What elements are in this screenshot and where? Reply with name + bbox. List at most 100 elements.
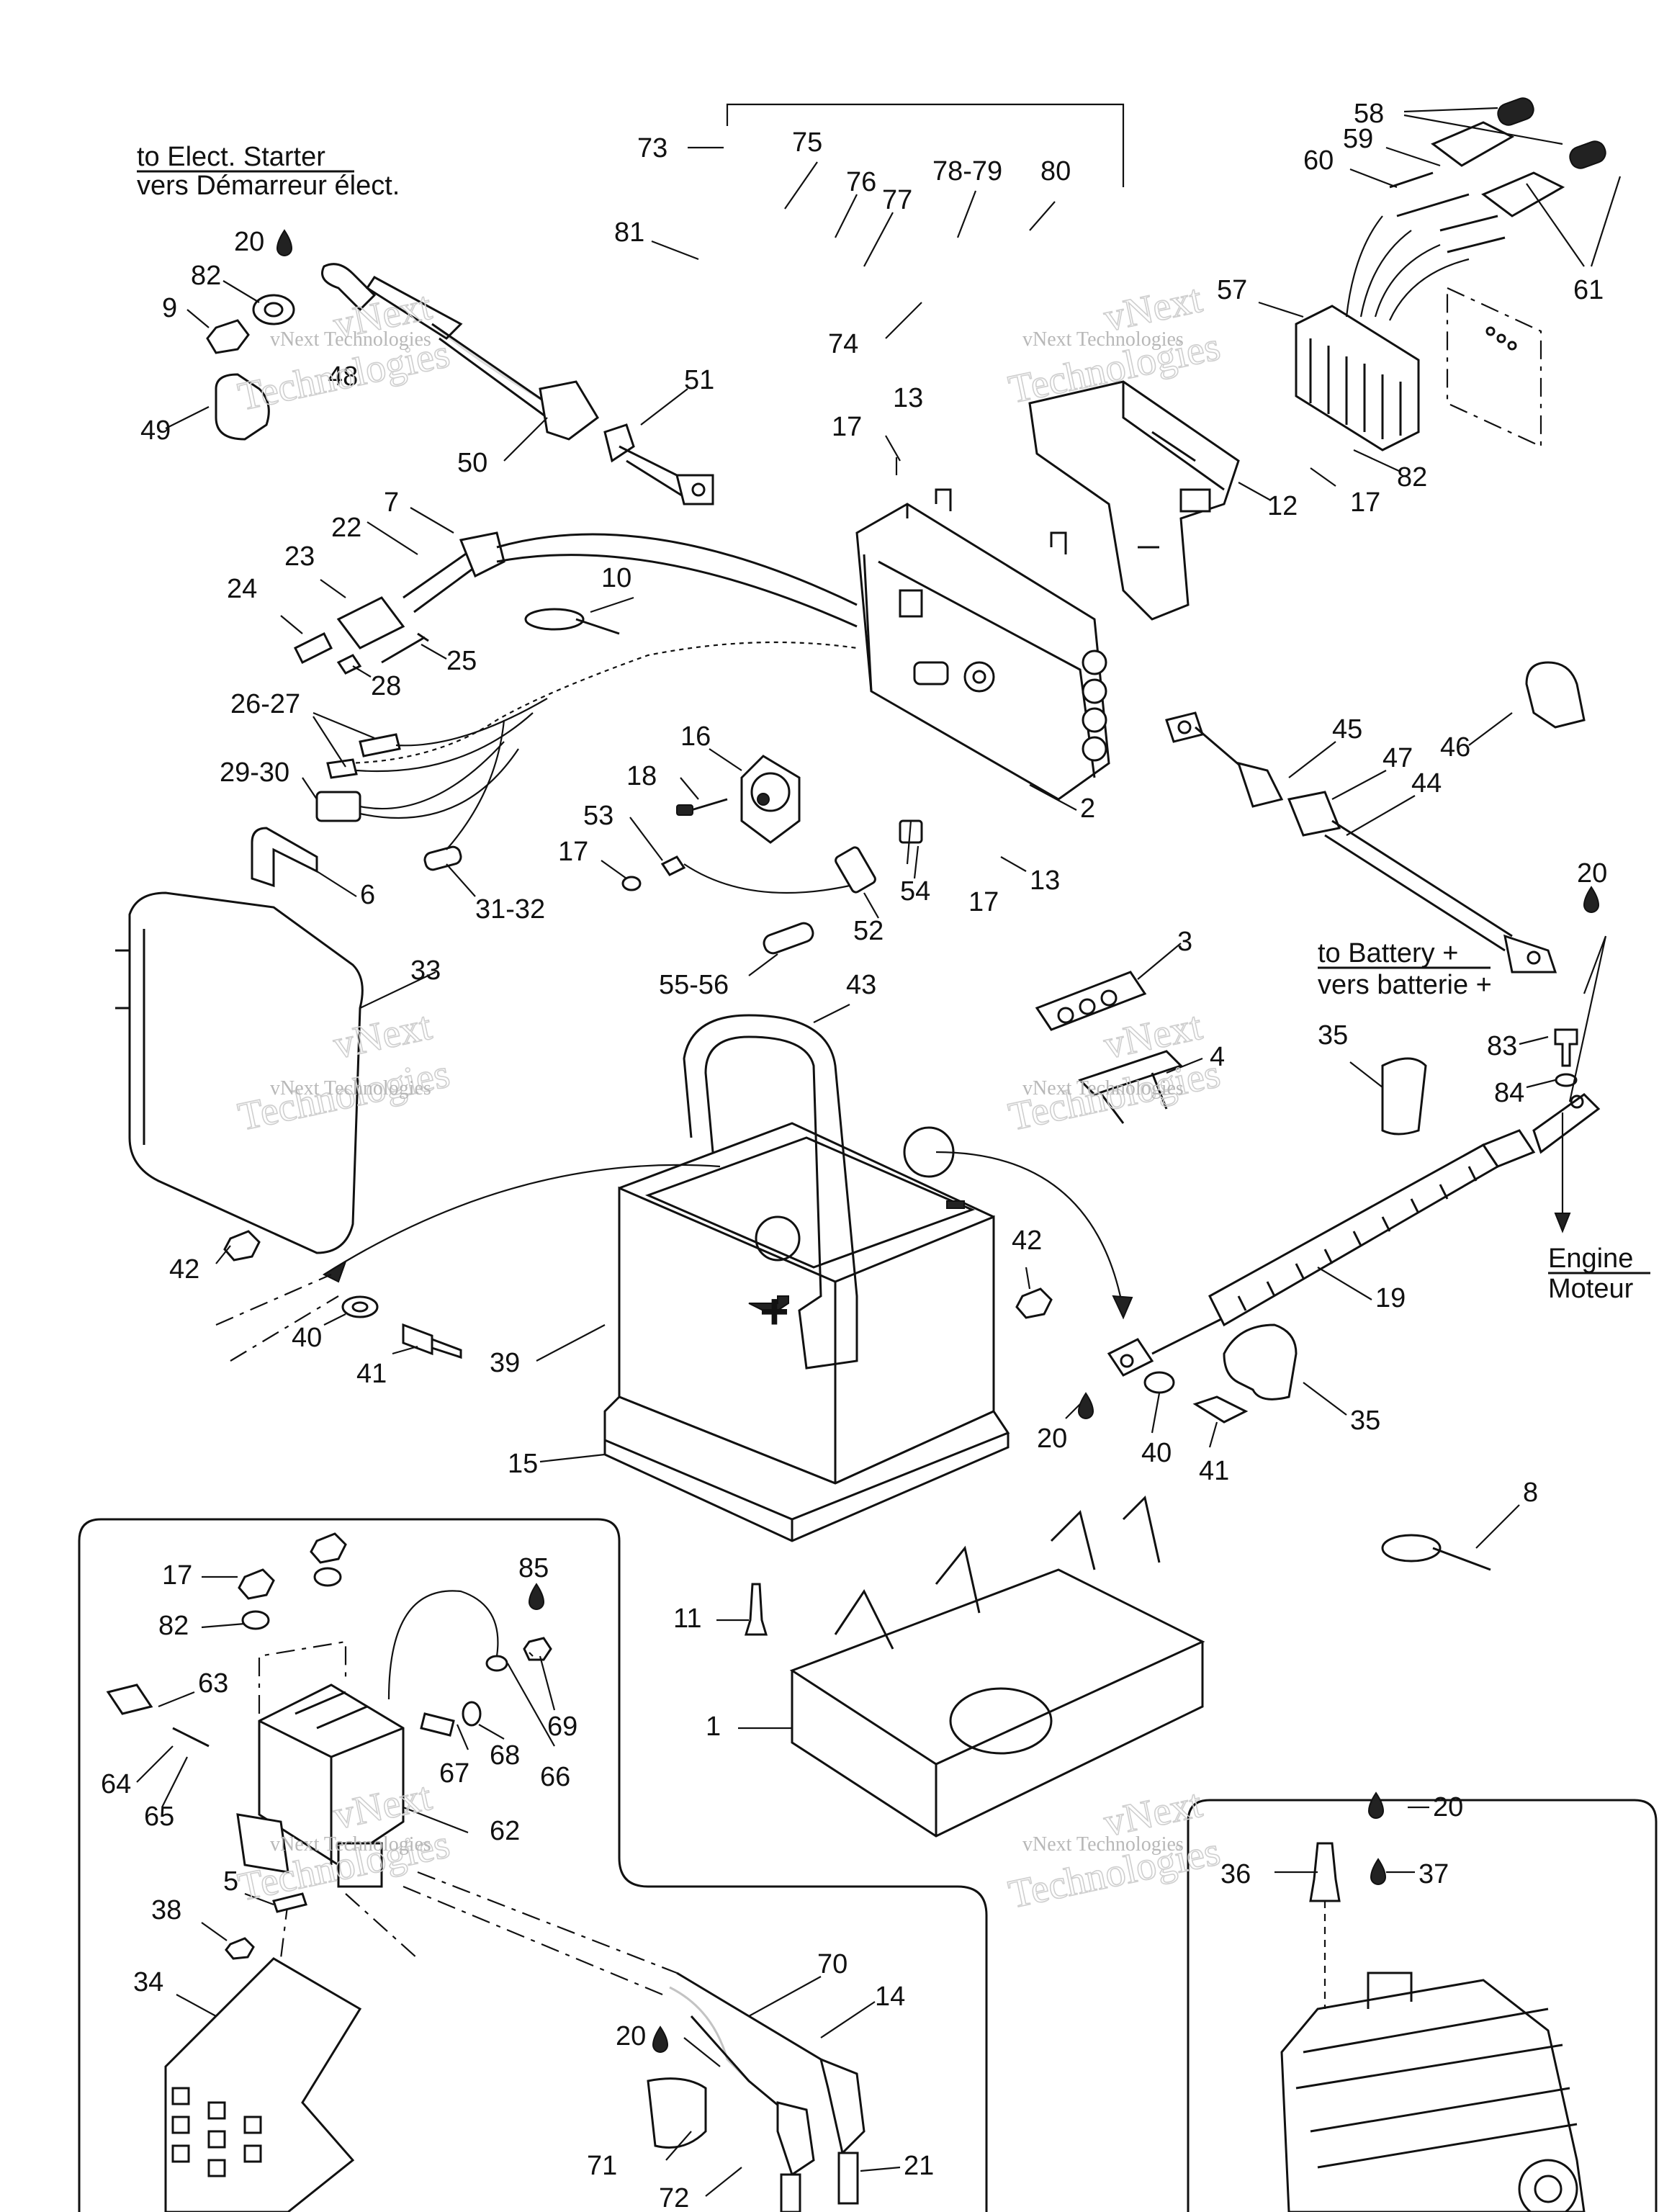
callout-72: 72 [659,2183,689,2212]
callout-13-b: 13 [1030,866,1060,896]
callout-69: 69 [547,1712,577,1742]
battery-39: + [618,1122,995,1485]
watermark-line-a: vNext Technologies [270,328,431,351]
terminal-boot-46 [1525,661,1586,729]
push-pin-11 [744,1583,768,1636]
callout-26-27: 26-27 [230,689,300,719]
callout-3: 3 [1177,927,1192,957]
cable-tie-10 [524,608,620,635]
callout-17-b: 17 [832,412,862,442]
starter-caption: to Elect. Starter vers Démarreur élect. [137,142,400,201]
callout-39: 39 [490,1348,520,1378]
callout-21: 21 [904,2151,934,2181]
callout-85: 85 [518,1553,549,1583]
terminal-boot-35a [1381,1057,1427,1136]
callout-16: 16 [680,721,711,752]
callout-8: 8 [1523,1478,1538,1508]
voltage-regulator [1295,215,1542,451]
watermark-line-b: vNext Technologies [1022,328,1184,351]
callout-10: 10 [601,563,631,593]
pos-terminal-hardware [1015,1287,1249,1424]
callout-13-a: 13 [893,383,923,413]
clip-6 [251,827,318,888]
coil-hardware [106,1532,552,1960]
engine-caption: Engine Moteur [1548,1244,1650,1304]
callout-77: 77 [882,185,912,215]
callout-47: 47 [1382,743,1413,773]
callout-78-79: 78-79 [932,156,1002,186]
callout-5: 5 [223,1866,238,1897]
callout-20-e: 20 [1433,1792,1463,1822]
arrow-neg [323,1164,721,1275]
callout-43: 43 [846,970,876,1000]
callout-40-b: 40 [1141,1438,1172,1468]
screw-5 [272,1892,307,1913]
callout-4: 4 [1210,1042,1225,1072]
callout-63: 63 [198,1668,228,1699]
ignition-coil-62 [236,1590,508,1888]
callout-17-e: 17 [162,1560,192,1591]
callout-82-b: 82 [191,261,221,291]
callout-71: 71 [587,2151,617,2181]
callout-67: 67 [439,1758,469,1789]
watermark-line-c: vNext Technologies [270,1077,431,1100]
arrowhead-pos [1112,1295,1133,1320]
electrical-box [855,488,1110,801]
bracket-73 [726,103,1125,187]
callout-19: 19 [1375,1283,1406,1313]
callout-82-a: 82 [1397,462,1427,493]
callout-11: 11 [673,1604,701,1634]
callout-28: 28 [371,671,401,701]
terminal-boot-35b [1223,1323,1298,1401]
callout-15: 15 [508,1449,538,1479]
callout-41-a: 41 [356,1359,387,1389]
callout-54: 54 [900,876,930,907]
bracket-34 [164,1893,418,2212]
callout-58: 58 [1354,99,1384,129]
neg-terminal-hardware [215,1230,462,1362]
callout-60: 60 [1303,145,1334,176]
battery-tray-15 [603,1395,1010,1521]
callout-41-b: 41 [1199,1456,1229,1486]
battery-caption: to Battery + vers batterie + [1318,938,1492,1000]
battery-caption-en: to Battery + [1318,938,1458,968]
callout-81: 81 [614,217,644,248]
watermark-line-f: vNext Technologies [1022,1833,1184,1856]
callout-2: 2 [1080,793,1095,824]
arrow-pos [935,1151,1125,1311]
wires-26-30 [315,641,858,871]
fuse-55-56 [763,922,814,955]
callout-40-a: 40 [292,1323,322,1353]
callout-34: 34 [133,1967,163,1997]
callout-48: 48 [328,361,358,392]
callout-55-56: 55-56 [659,970,729,1000]
connectors-58-61 [1389,97,1606,253]
watermark-line-e: vNext Technologies [270,1833,431,1856]
callout-6: 6 [360,880,375,910]
callout-44: 44 [1411,768,1442,799]
callout-66: 66 [540,1762,570,1792]
battery-support-1 [789,1496,1205,1838]
callout-23: 23 [284,541,315,572]
callout-17-d: 17 [968,887,999,917]
callout-73: 73 [637,133,667,163]
terminal-block-3 [1035,971,1147,1031]
arrowhead-neg [322,1259,347,1283]
callout-17-a: 17 [1350,487,1380,518]
callout-14: 14 [875,1982,905,2012]
callout-57: 57 [1217,275,1247,305]
callout-7: 7 [384,487,399,518]
callout-82-c: 82 [158,1611,189,1641]
callout-51: 51 [684,365,714,395]
callout-62: 62 [490,1816,520,1846]
engine-caption-fr: Moteur [1548,1274,1634,1304]
callout-18: 18 [626,761,657,791]
callout-38: 38 [151,1895,181,1925]
high-tension-leads [403,1871,866,2212]
callout-17-c: 17 [558,837,588,867]
bolt-washer-83-84 [1554,1028,1578,1087]
callout-20-b: 20 [1577,858,1607,889]
callout-75: 75 [792,127,822,158]
callout-22: 22 [331,513,361,543]
